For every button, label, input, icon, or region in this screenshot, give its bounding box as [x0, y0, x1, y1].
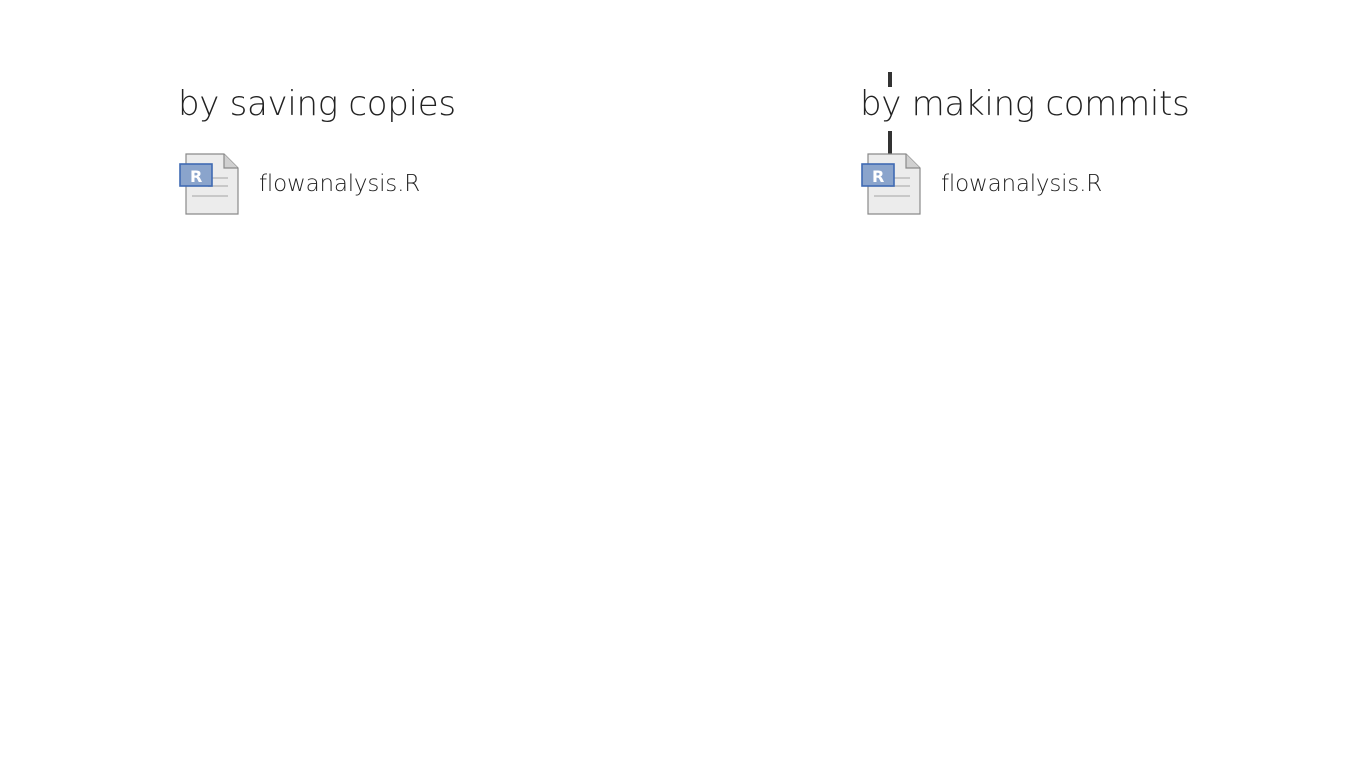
making-commits-heading: by making commits: [860, 84, 1190, 124]
saving-copies-heading: by saving copies: [178, 84, 456, 124]
r-file-icon: R: [179, 153, 239, 215]
r-badge-letter: R: [872, 167, 884, 186]
file-name: flowanalysis.R: [941, 171, 1102, 197]
commit-line-bottom: [888, 131, 892, 154]
file-item[interactable]: R flowanalysis.R: [178, 152, 420, 216]
file-name: flowanalysis.R: [259, 171, 420, 197]
file-item[interactable]: R flowanalysis.R: [860, 152, 1102, 216]
r-badge-letter: R: [190, 167, 202, 186]
commit-line-top: [888, 72, 892, 87]
r-file-icon: R: [861, 153, 921, 215]
